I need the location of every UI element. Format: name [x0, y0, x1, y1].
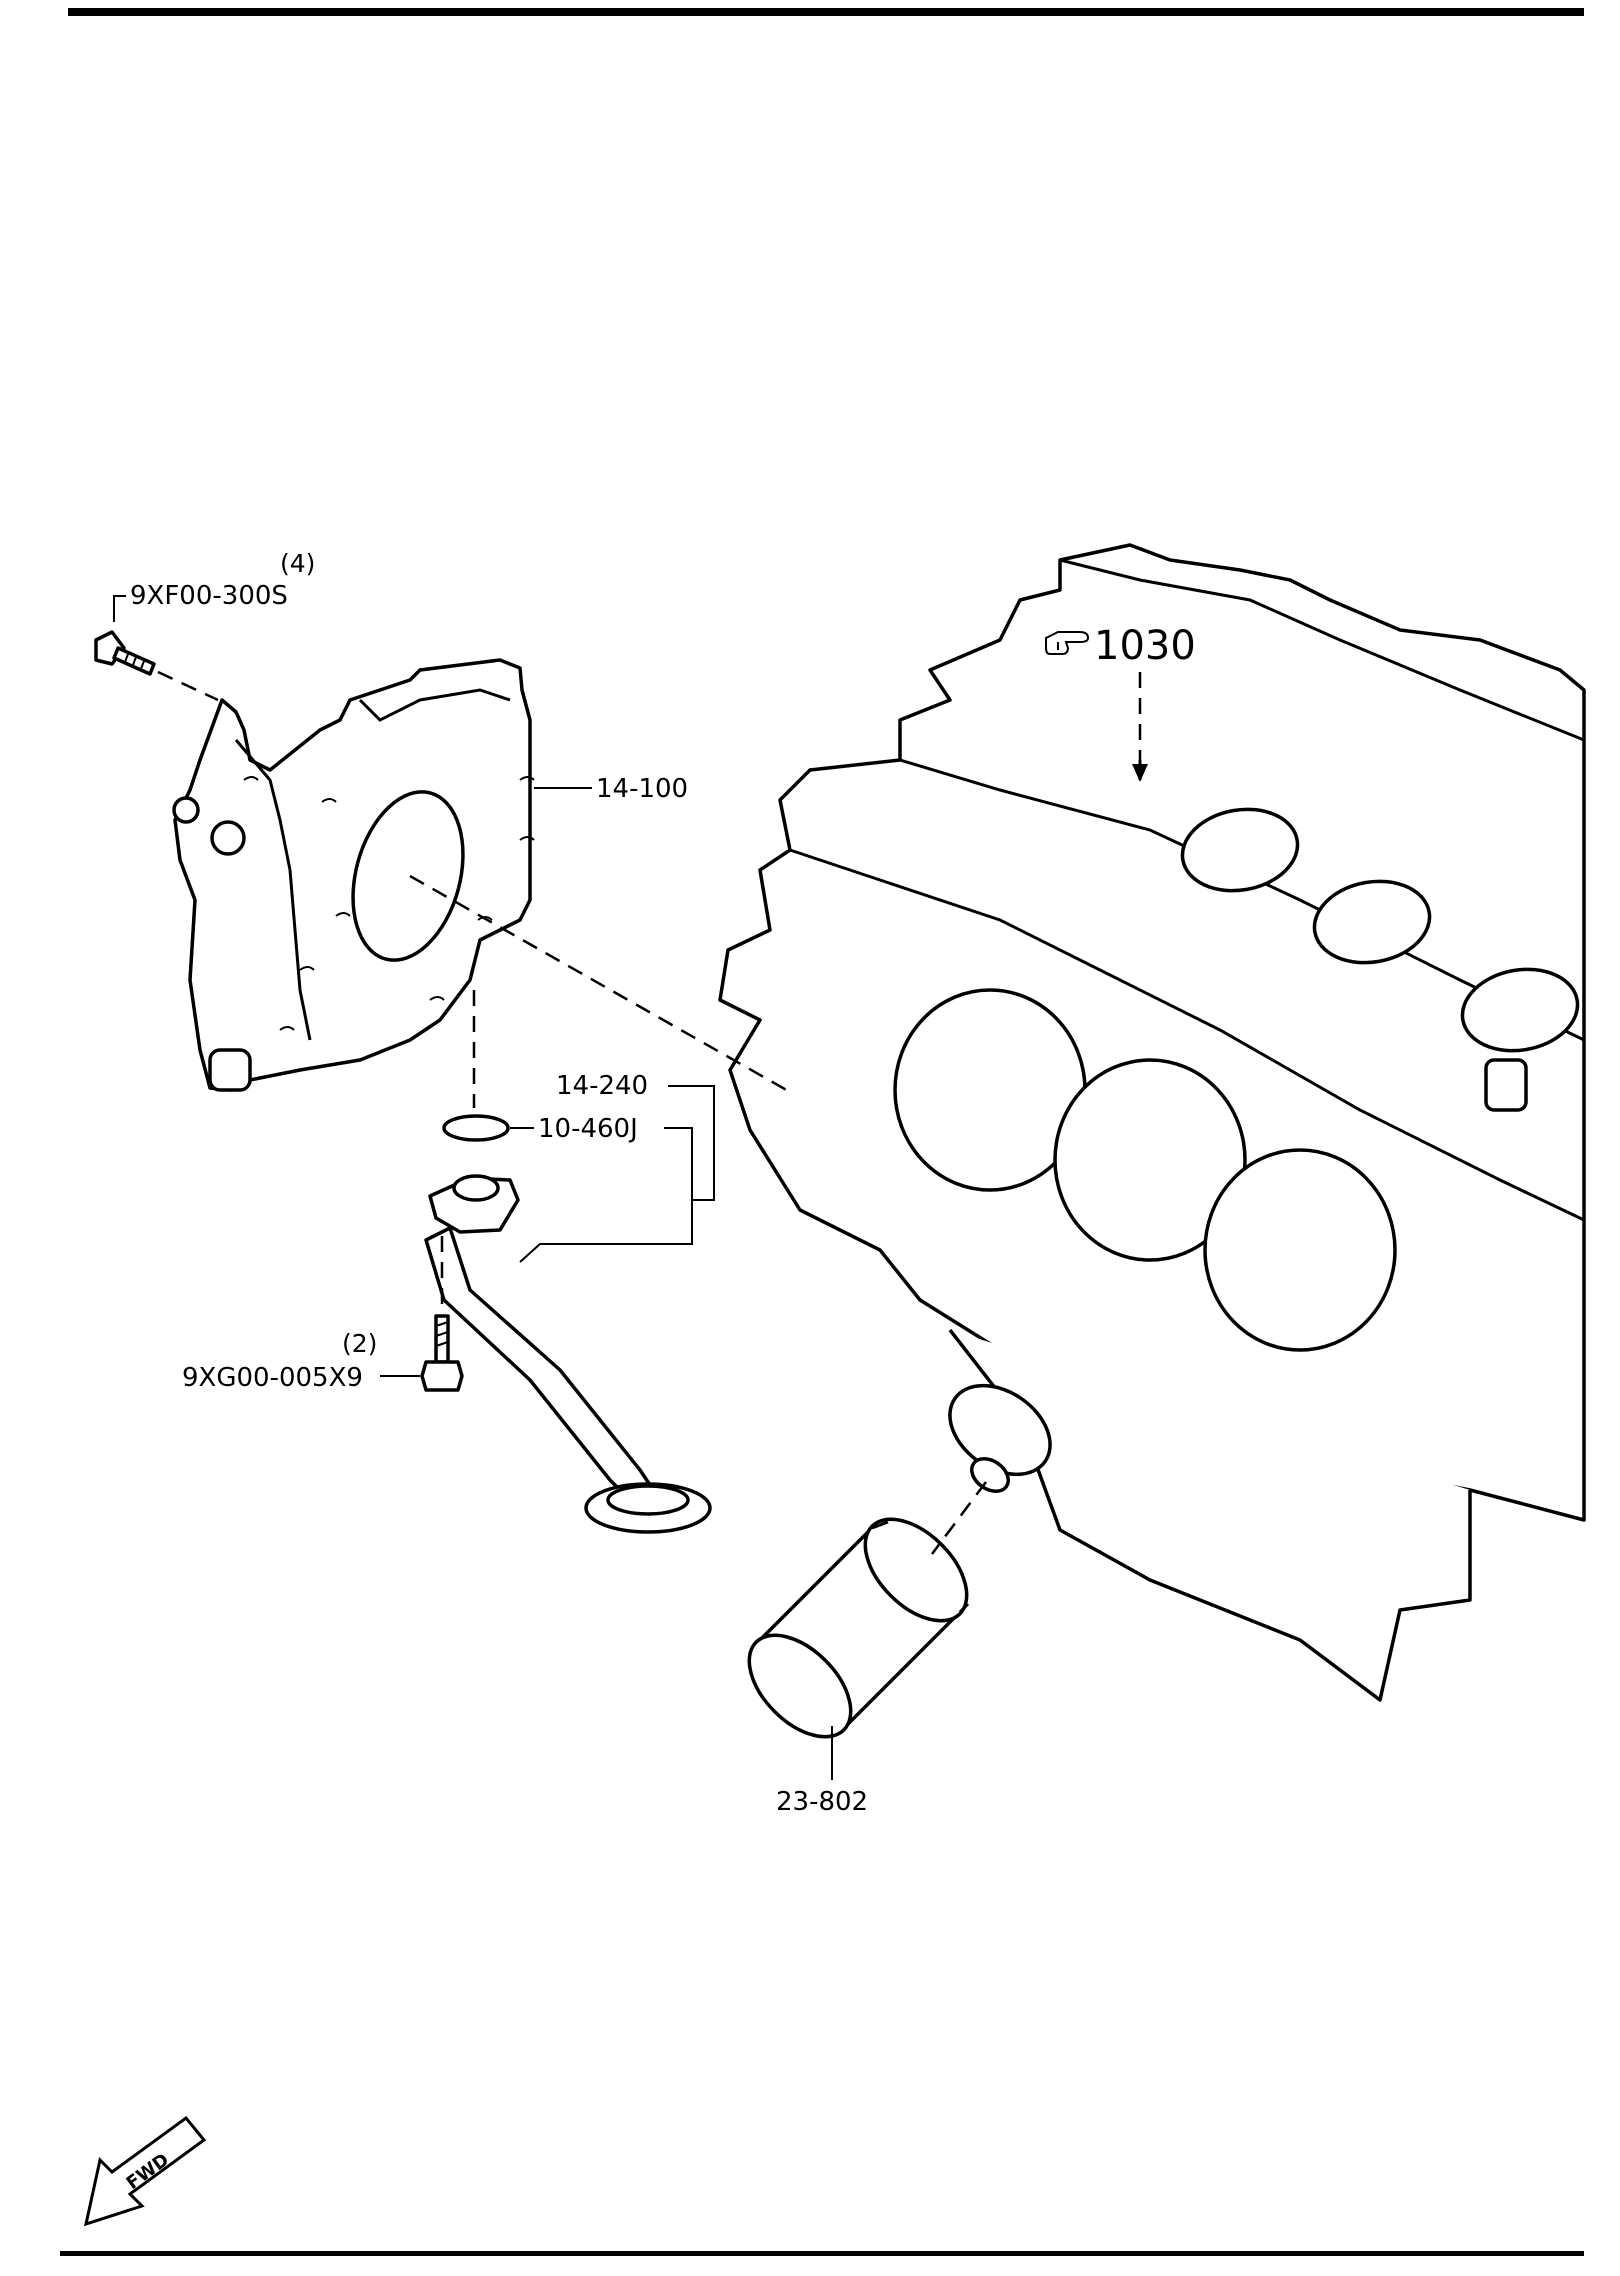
engine-block-illustration [718, 543, 1586, 1702]
callout-bolt-top: 9XF00-300S [130, 581, 288, 611]
fwd-arrow-icon: FWD [83, 2115, 207, 2227]
callout-strainer: 14-240 [556, 1071, 648, 1101]
callout-cover: 14-100 [596, 774, 688, 804]
pointing-hand-icon [1045, 631, 1090, 655]
top-bolt-guide [157, 670, 219, 702]
callout-qty-bolt-bottom: (2) [342, 1329, 377, 1358]
oil-filter-illustration [747, 1517, 970, 1739]
callout-bolt-bottom: 9XG00-005X9 [182, 1363, 363, 1393]
reference-callout: 1030 [1045, 623, 1196, 782]
top-bolt-illustration [94, 630, 156, 676]
oring-illustration [442, 1114, 510, 1142]
oil-strainer-illustration [424, 1174, 712, 1534]
filter-guide [931, 1481, 987, 1555]
cover-centerline [409, 874, 791, 1094]
callout-oring: 10-460J [538, 1114, 638, 1144]
bottom-rule [60, 2251, 1584, 2256]
callout-qty-bolt-top: (4) [280, 549, 315, 578]
top-rule [68, 8, 1584, 16]
leader-bolt-top [113, 595, 126, 622]
front-cover-illustration [172, 658, 535, 1092]
bottom-bolt-illustration [420, 1314, 464, 1392]
leader-oring [510, 1127, 693, 1200]
fwd-label: FWD [123, 2149, 173, 2194]
reference-number: 1030 [1094, 623, 1196, 669]
leader-strainer [519, 1085, 715, 1263]
callout-filter: 23-802 [776, 1787, 868, 1817]
